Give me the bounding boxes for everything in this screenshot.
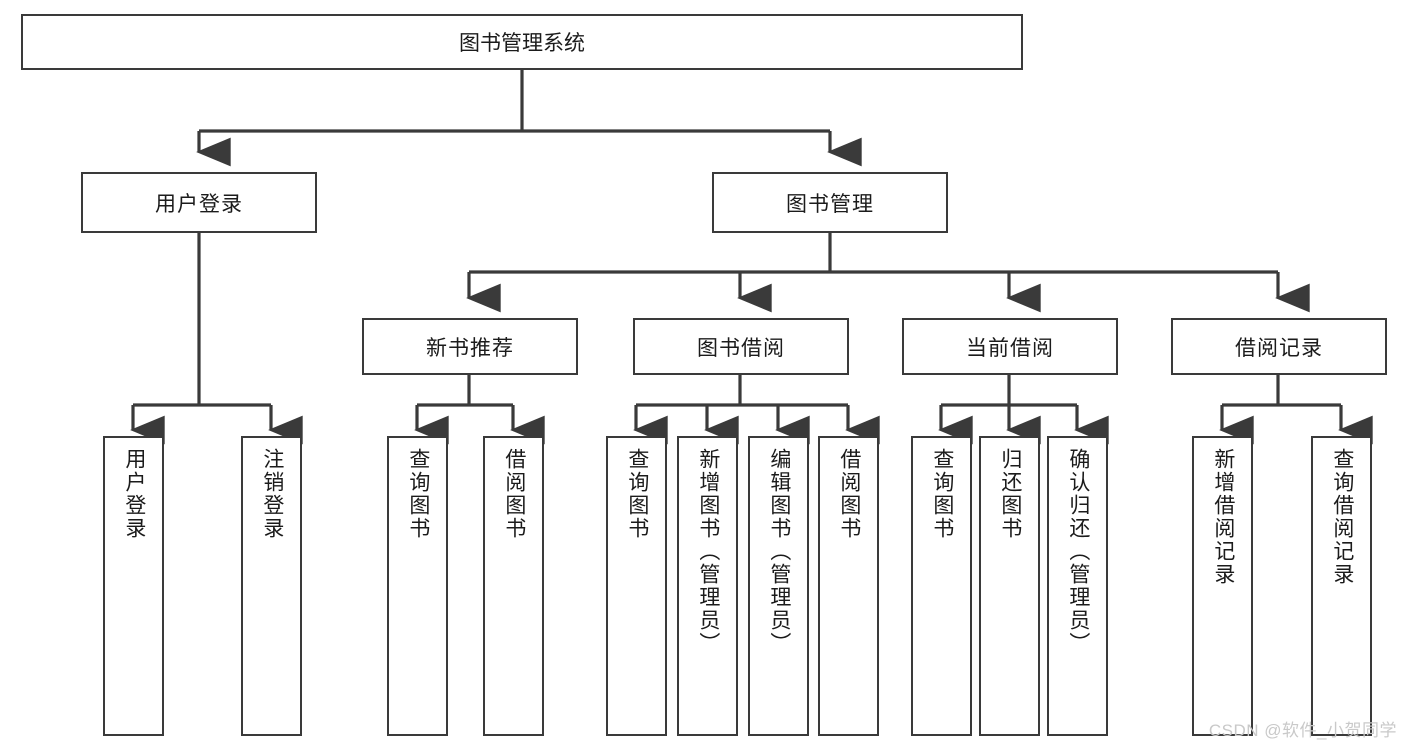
node-borrow-record-label: 借阅记录	[1235, 336, 1323, 360]
leaf-new-book-0[interactable]: 查询图书	[387, 436, 448, 736]
leaf-book-borrow-1[interactable]: 新增图书（管理员）	[677, 436, 738, 736]
leaf-new-book-1[interactable]: 借阅图书	[483, 436, 544, 736]
leaf-book-borrow-0[interactable]: 查询图书	[606, 436, 667, 736]
leaf-book-borrow-2[interactable]: 编辑图书（管理员）	[748, 436, 809, 736]
node-new-book-recommend-label: 新书推荐	[426, 336, 514, 360]
leaf-user-login-1[interactable]: 注销登录	[241, 436, 302, 736]
node-user-login-label: 用户登录	[155, 192, 243, 216]
node-root[interactable]: 图书管理系统	[21, 14, 1023, 70]
watermark: CSDN @软件_小贺同学	[1208, 721, 1397, 740]
leaf-current-borrow-2[interactable]: 确认归还（管理员）	[1047, 436, 1108, 736]
leaf-label: 查询图书	[406, 448, 430, 540]
leaf-label: 归还图书	[998, 448, 1022, 540]
leaf-book-borrow-3[interactable]: 借阅图书	[818, 436, 879, 736]
leaf-label: 查询图书	[930, 448, 954, 540]
leaf-label: 确认归还（管理员）	[1066, 448, 1090, 655]
node-borrow-record[interactable]: 借阅记录	[1171, 318, 1387, 375]
node-book-borrow-label: 图书借阅	[697, 336, 785, 360]
node-root-label: 图书管理系统	[459, 32, 585, 55]
node-book-management-label: 图书管理	[786, 192, 874, 216]
leaf-label: 用户登录	[122, 448, 146, 540]
leaf-label: 新增借阅记录	[1211, 448, 1235, 586]
leaf-label: 编辑图书（管理员）	[767, 448, 791, 655]
node-user-login[interactable]: 用户登录	[81, 172, 317, 233]
node-current-borrow[interactable]: 当前借阅	[902, 318, 1118, 375]
leaf-label: 新增图书（管理员）	[696, 448, 720, 655]
leaf-current-borrow-1[interactable]: 归还图书	[979, 436, 1040, 736]
leaf-label: 借阅图书	[502, 448, 526, 540]
node-current-borrow-label: 当前借阅	[966, 336, 1054, 360]
node-book-borrow[interactable]: 图书借阅	[633, 318, 849, 375]
node-new-book-recommend[interactable]: 新书推荐	[362, 318, 578, 375]
leaf-label: 查询图书	[625, 448, 649, 540]
leaf-label: 查询借阅记录	[1330, 448, 1354, 586]
leaf-label: 借阅图书	[837, 448, 861, 540]
leaf-user-login-0[interactable]: 用户登录	[103, 436, 164, 736]
leaf-label: 注销登录	[260, 448, 284, 540]
node-book-management[interactable]: 图书管理	[712, 172, 948, 233]
leaf-borrow-record-0[interactable]: 新增借阅记录	[1192, 436, 1253, 736]
leaf-current-borrow-0[interactable]: 查询图书	[911, 436, 972, 736]
leaf-borrow-record-1[interactable]: 查询借阅记录	[1311, 436, 1372, 736]
